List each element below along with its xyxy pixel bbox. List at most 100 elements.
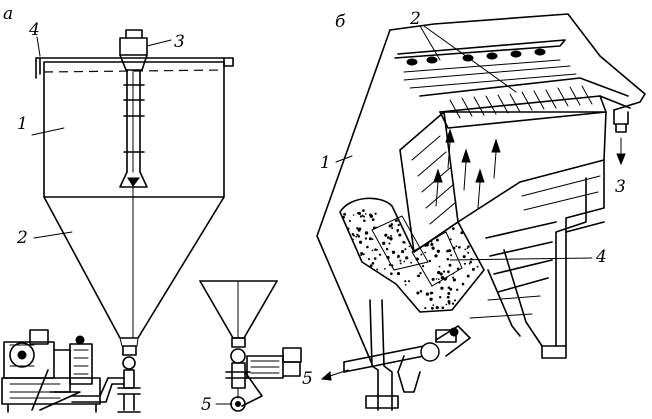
- sludge-dot: [395, 219, 398, 222]
- sludge-dot: [375, 226, 377, 229]
- sludge-dot: [436, 249, 440, 253]
- callout-3: 3: [615, 177, 626, 197]
- sludge-dot: [390, 222, 393, 226]
- sludge-dot: [430, 240, 433, 243]
- sludge-dot: [387, 236, 390, 239]
- sludge-dot: [399, 262, 402, 265]
- sludge-dot: [448, 249, 452, 253]
- sludge-dot: [346, 227, 350, 231]
- sludge-dot: [361, 214, 364, 217]
- sludge-dot: [371, 218, 375, 222]
- sludge-dot: [424, 251, 427, 254]
- sludge-dot: [467, 245, 470, 248]
- sludge-dot: [451, 302, 455, 305]
- sludge-dot: [420, 253, 423, 256]
- sludge-dot: [463, 262, 467, 265]
- sludge-dot: [435, 238, 439, 242]
- sludge-dot: [359, 215, 362, 218]
- sludge-dot: [364, 213, 367, 215]
- sludge-dot: [371, 238, 374, 241]
- sludge-dot: [372, 226, 376, 229]
- callout-5: 5: [302, 369, 313, 389]
- sludge-dot: [443, 277, 447, 281]
- sludge-dot: [390, 272, 393, 276]
- sludge-dot: [396, 272, 401, 276]
- sludge-dot: [476, 265, 479, 268]
- auxiliary-hopper: [199, 280, 302, 412]
- sludge-dot: [419, 289, 423, 293]
- sludge-dot: [429, 297, 433, 301]
- sludge-dot: [391, 250, 396, 254]
- sludge-dot: [374, 212, 377, 215]
- panel-a: а: [1, 4, 302, 415]
- sludge-dot: [386, 255, 390, 260]
- sludge-dot: [446, 295, 450, 299]
- sludge-dot: [461, 282, 465, 286]
- sludge-dot: [446, 257, 450, 261]
- sludge-dot: [358, 227, 362, 231]
- sludge-dot: [458, 245, 461, 249]
- sludge-dot: [397, 223, 400, 227]
- sludge-dot: [439, 272, 443, 276]
- sludge-dot: [449, 238, 452, 241]
- panel-b-letter: б: [335, 12, 346, 32]
- sludge-dot: [453, 299, 457, 302]
- sludge-dot: [362, 209, 365, 212]
- sludge-dot: [440, 276, 445, 280]
- cone-bottom: [43, 196, 225, 347]
- sludge-dot: [384, 233, 388, 237]
- sludge-dot: [430, 306, 434, 310]
- sludge-dot: [360, 252, 363, 255]
- sludge-dot: [356, 212, 359, 215]
- sludge-dot: [352, 214, 355, 216]
- sludge-dot: [460, 231, 464, 235]
- sludge-dot: [419, 271, 422, 275]
- sludge-dot: [439, 296, 442, 299]
- callout-4: 4: [28, 20, 40, 40]
- sludge-dot: [449, 287, 453, 291]
- sludge-dot: [397, 254, 400, 258]
- sludge-dot: [399, 259, 402, 262]
- callout-2: 2: [409, 9, 421, 29]
- sludge-dot: [369, 264, 373, 268]
- sludge-dot: [447, 300, 451, 303]
- sludge-dot: [434, 254, 438, 258]
- sludge-zone: [339, 197, 485, 313]
- sludge-dot: [355, 235, 358, 238]
- sludge-dot: [369, 214, 374, 218]
- sludge-dot: [431, 246, 435, 250]
- sludge-dot: [368, 237, 372, 241]
- sludge-dot: [445, 276, 448, 279]
- sludge-dot: [371, 261, 375, 265]
- sludge-dot: [378, 253, 382, 256]
- sludge-dot: [389, 237, 393, 241]
- sludge-dot: [471, 267, 475, 271]
- overflow-spout: [613, 109, 629, 166]
- sludge-dot: [388, 224, 392, 228]
- sludge-dot: [374, 248, 377, 251]
- support-frame: [365, 159, 605, 411]
- sludge-dot: [445, 303, 448, 306]
- sludge-dot: [404, 248, 407, 251]
- sludge-dot: [432, 304, 435, 307]
- panel-a-letter: а: [3, 4, 13, 24]
- sludge-outlet: [71, 345, 141, 413]
- sludge-dot: [356, 227, 359, 230]
- sludge-dot: [424, 307, 427, 310]
- sludge-dot: [357, 211, 362, 215]
- sludge-dot: [352, 234, 355, 237]
- sludge-dot: [360, 254, 362, 257]
- sludge-dot: [390, 234, 393, 237]
- sludge-dot: [446, 249, 449, 253]
- sludge-dot: [437, 278, 440, 281]
- sludge-dot: [348, 219, 351, 222]
- sludge-dot: [391, 227, 394, 230]
- sludge-dot: [364, 231, 369, 235]
- lamella-pack: [399, 111, 607, 253]
- sludge-dot: [435, 278, 438, 280]
- sludge-dot: [452, 276, 455, 279]
- sludge-dot: [438, 281, 441, 284]
- panel-b-leaders: [320, 25, 593, 381]
- central-feed-pipe: [119, 29, 148, 339]
- sludge-speckle: [342, 209, 479, 310]
